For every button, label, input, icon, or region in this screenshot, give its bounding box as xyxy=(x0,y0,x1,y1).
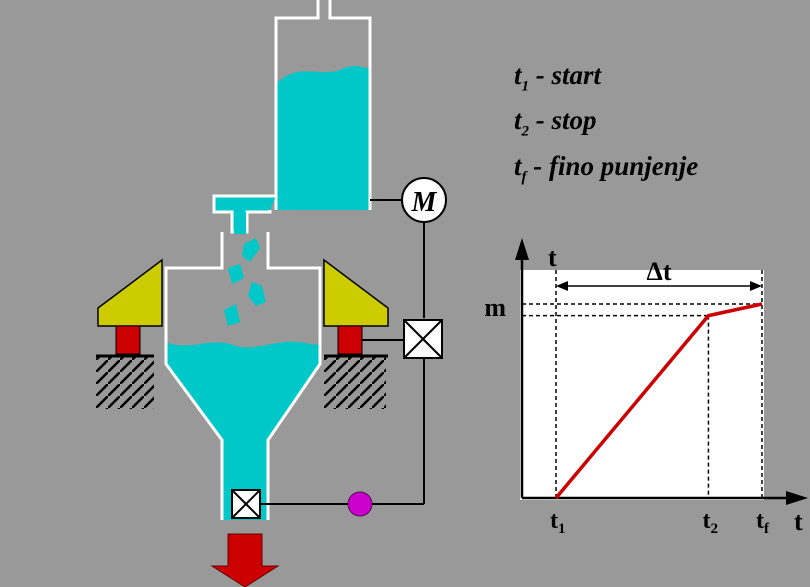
ground-left xyxy=(96,357,154,409)
legend: t1 - start t2 - stop tf - fino punjenje xyxy=(514,58,698,194)
x-tick-subscript: f xyxy=(764,521,770,537)
load-cell-left xyxy=(115,325,141,355)
upper-hopper xyxy=(212,0,372,234)
falling-material xyxy=(224,238,266,326)
y-tick-m: m xyxy=(484,293,506,322)
output-arrow xyxy=(210,533,280,587)
outlet-valve xyxy=(231,489,261,519)
x-tick-subscript: 2 xyxy=(710,521,718,537)
motor: M xyxy=(401,177,447,223)
x-axis-label: t xyxy=(794,507,803,536)
inlet-right xyxy=(266,232,322,278)
y-axis-label: t xyxy=(548,243,557,272)
control-wiring xyxy=(260,199,425,505)
weighing-hopper-wall-right xyxy=(266,278,322,520)
upper-hopper-liquid xyxy=(276,66,370,210)
x-axis-arrow xyxy=(786,491,808,505)
x-tick-t2: t2 xyxy=(702,508,718,537)
control-valve xyxy=(403,319,443,359)
ground-right xyxy=(324,357,386,409)
legend-item-stop: t2 - stop xyxy=(514,105,597,140)
x-tick-t1: t1 xyxy=(550,508,566,537)
chart-plot-area xyxy=(520,270,764,500)
weighing-hopper-wall-left xyxy=(164,278,224,520)
supports xyxy=(96,258,389,409)
interval-label: Δt xyxy=(647,257,672,286)
motor-circle xyxy=(401,177,447,223)
support-left xyxy=(97,258,163,327)
outlet-flow xyxy=(234,212,246,234)
upper-hopper-wall xyxy=(274,0,372,210)
guide-lines xyxy=(522,270,763,498)
interval-arrow-left xyxy=(556,281,568,291)
x-tick-subscript: 1 xyxy=(558,521,566,537)
x-tick-symbol: t xyxy=(550,508,558,534)
x-tick-symbol: t xyxy=(702,508,710,534)
y-axis-arrow xyxy=(515,238,529,260)
motor-label: M xyxy=(411,187,438,218)
interval-arrow-right xyxy=(750,281,762,291)
legend-item-start: t1 - start xyxy=(514,60,602,95)
interval-marker xyxy=(556,281,762,291)
inlet-left xyxy=(164,232,224,278)
support-right xyxy=(323,258,389,327)
x-tick-symbol: t xyxy=(756,508,764,534)
fill-series-line xyxy=(554,302,763,500)
sensor-dot xyxy=(347,491,373,517)
x-tick-tf: tf xyxy=(756,508,770,537)
weighing-hopper-liquid xyxy=(166,341,320,520)
load-cell-right xyxy=(337,325,363,355)
legend-item-fine-fill: tf - fino punjenje xyxy=(514,150,699,186)
weighing-hopper xyxy=(164,232,322,520)
